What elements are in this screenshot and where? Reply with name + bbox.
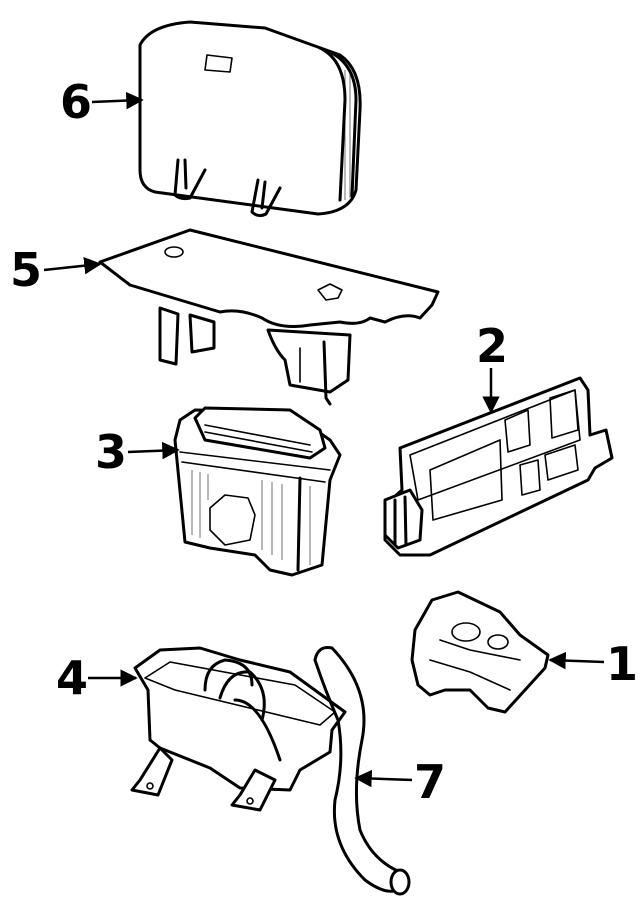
leader-arrow-5 (43, 256, 102, 275)
part-6-module-cover (138, 20, 362, 218)
callout-labels: 6 5 3 2 1 4 7 (10, 75, 638, 809)
callout-4: 4 (56, 651, 88, 705)
callout-3: 3 (95, 425, 127, 479)
part-3-control-unit (173, 406, 342, 577)
part-1-connector (410, 590, 550, 714)
callout-5: 5 (10, 243, 42, 297)
leader-arrow-1 (548, 651, 605, 670)
leader-arrow-7 (354, 769, 413, 788)
part-7-hose (313, 646, 411, 896)
leader-arrow-6 (91, 91, 144, 110)
callout-6: 6 (60, 75, 92, 129)
part-5-bracket-tray (98, 228, 440, 406)
part-2-control-module (383, 376, 614, 557)
callout-2: 2 (476, 319, 508, 373)
callout-7: 7 (414, 755, 446, 809)
callout-1: 1 (606, 637, 638, 691)
leader-arrows (43, 91, 605, 788)
leader-arrow-3 (127, 441, 180, 460)
part-4-tray (130, 646, 347, 812)
